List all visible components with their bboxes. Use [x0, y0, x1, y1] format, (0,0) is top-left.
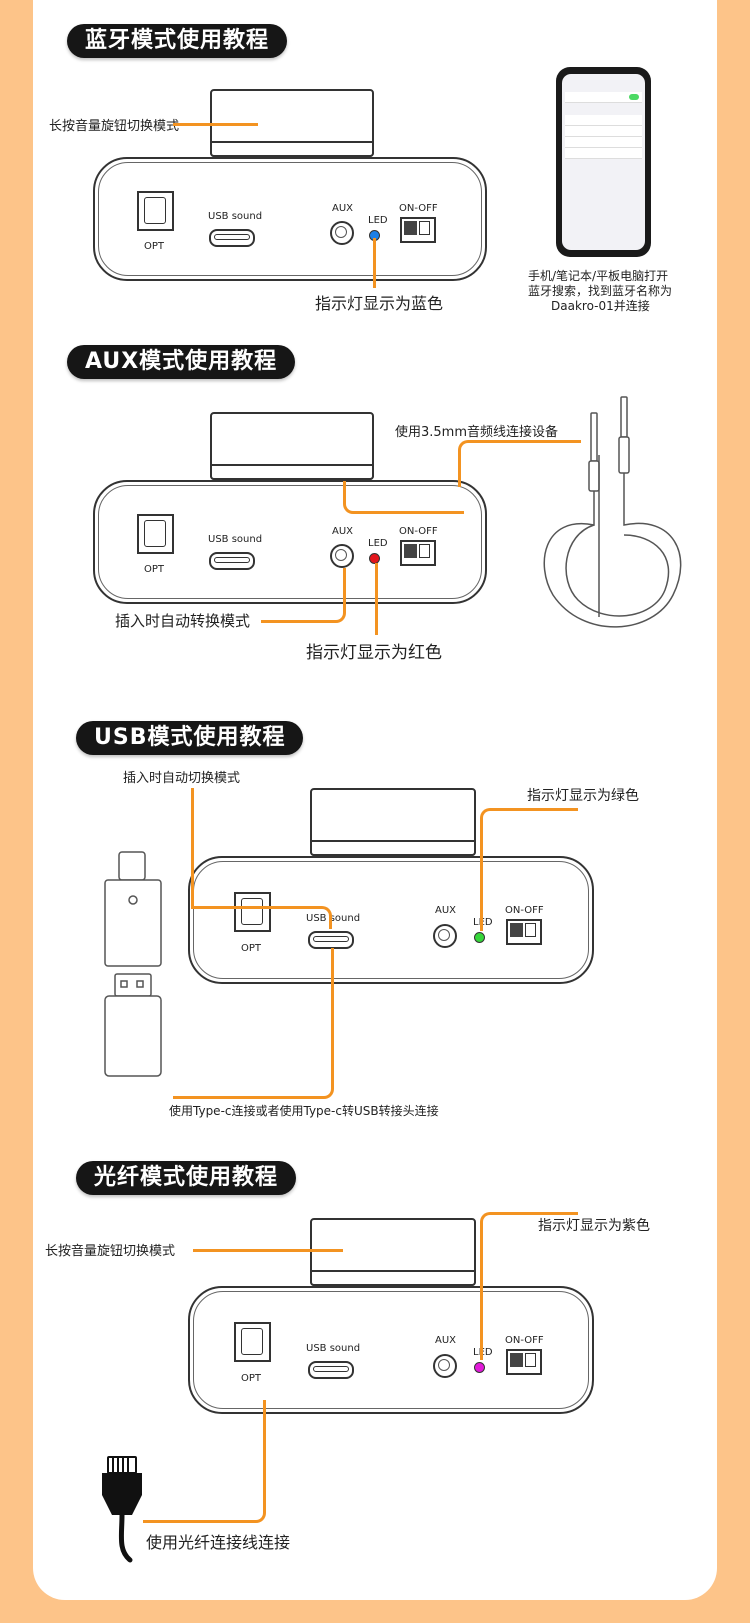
usb-plug-leader-2	[191, 906, 332, 929]
opt-label: OPT	[144, 241, 165, 252]
aux-label: AUX	[435, 905, 457, 916]
usb-port	[209, 552, 255, 570]
usb-cable-leader	[173, 948, 334, 1099]
led-indicator-red	[369, 553, 380, 564]
opt-label: OPT	[144, 564, 165, 575]
usb-sound-label: USB sound	[306, 1343, 361, 1354]
optical-cable-note: 使用光纤连接线连接	[146, 1533, 291, 1552]
phone-note-line1: 手机/笔记本/平板电脑打开	[528, 269, 669, 283]
optical-knob-note: 长按音量旋钮切换模式	[45, 1244, 176, 1259]
aux-device: OPT USB sound AUX LED ON-OFF	[93, 412, 488, 607]
aux-jack	[433, 1354, 457, 1378]
aux-cable-note: 使用3.5mm音频线连接设备	[395, 425, 559, 440]
volume-knob	[310, 788, 476, 856]
aux-jack	[330, 221, 354, 245]
power-switch	[506, 1349, 542, 1375]
usb-title: USB模式使用教程	[76, 721, 304, 755]
usb-port	[209, 229, 255, 247]
power-label: ON-OFF	[399, 526, 438, 537]
volume-knob	[210, 412, 374, 480]
optical-port	[137, 514, 174, 554]
aux-led-note: 指示灯显示为红色	[306, 643, 442, 663]
led-indicator-green	[474, 932, 485, 943]
tutorial-card: 蓝牙模式使用教程 OPT USB sound AUX LED ON-OFF 长按…	[33, 0, 717, 1600]
power-label: ON-OFF	[399, 203, 438, 214]
phone-note-line2: 蓝牙搜索，找到蓝牙名称为	[528, 284, 673, 298]
bluetooth-device: OPT USB sound AUX LED ON-OFF	[93, 89, 488, 284]
optical-led-leader	[480, 1212, 578, 1360]
power-switch	[400, 540, 436, 566]
bluetooth-led-note: 指示灯显示为蓝色	[315, 294, 444, 313]
usb-sound-label: USB sound	[208, 534, 263, 545]
led-label: LED	[368, 215, 388, 226]
aux-cable-leader-v	[343, 481, 464, 514]
optical-port	[137, 191, 174, 231]
optical-cable-leader	[143, 1400, 266, 1523]
aux-jack	[433, 924, 457, 948]
bluetooth-title: 蓝牙模式使用教程	[67, 24, 288, 58]
usb-cable-note: 使用Type-c连接或者使用Type-c转USB转接头连接	[169, 1104, 439, 1118]
aux-led-leader	[375, 563, 378, 635]
optical-led-note: 指示灯显示为紫色	[538, 1218, 650, 1234]
power-label: ON-OFF	[505, 905, 544, 916]
opt-label: OPT	[241, 1373, 262, 1384]
aux-plug-note: 插入时自动转换模式	[115, 612, 251, 630]
bluetooth-knob-leader	[173, 123, 258, 126]
usb-sound-label: USB sound	[208, 211, 263, 222]
usb-plug-note: 插入时自动切换模式	[123, 771, 241, 786]
phone-bluetooth-screen	[556, 67, 651, 257]
aux-cable-leader-h	[458, 440, 581, 487]
led-label: LED	[368, 538, 388, 549]
usb-port	[308, 931, 354, 949]
aux-title: AUX模式使用教程	[67, 345, 296, 379]
usb-led-leader	[480, 808, 578, 931]
aux-label: AUX	[332, 526, 354, 537]
usb-led-note: 指示灯显示为绿色	[527, 788, 639, 804]
optical-knob-leader	[193, 1249, 343, 1252]
volume-knob	[310, 1218, 476, 1286]
bluetooth-led-leader	[373, 238, 376, 288]
optical-device: OPT USB sound AUX LED ON-OFF	[188, 1218, 598, 1418]
aux-plug-leader	[261, 568, 346, 623]
opt-label: OPT	[241, 943, 262, 954]
aux-jack	[330, 544, 354, 568]
aux-label: AUX	[435, 1335, 457, 1346]
optical-port	[234, 1322, 271, 1362]
usb-plug-leader	[191, 788, 334, 906]
aux-label: AUX	[332, 203, 354, 214]
optical-port	[234, 892, 271, 932]
power-label: ON-OFF	[505, 1335, 544, 1346]
led-indicator-purple	[474, 1362, 485, 1373]
usb-sound-label: USB sound	[306, 913, 361, 924]
usb-device: OPT USB sound AUX LED ON-OFF	[188, 788, 598, 988]
optical-title: 光纤模式使用教程	[76, 1161, 297, 1195]
usb-port	[308, 1361, 354, 1379]
optical-cable-image	[102, 1456, 142, 1563]
power-switch	[506, 919, 542, 945]
bluetooth-knob-note: 长按音量旋钮切换模式	[49, 119, 180, 134]
usb-adapter-image	[104, 851, 162, 1077]
aux-cable-image	[543, 396, 682, 628]
power-switch	[400, 217, 436, 243]
phone-note-line3: Daakro-01并连接	[551, 299, 650, 313]
